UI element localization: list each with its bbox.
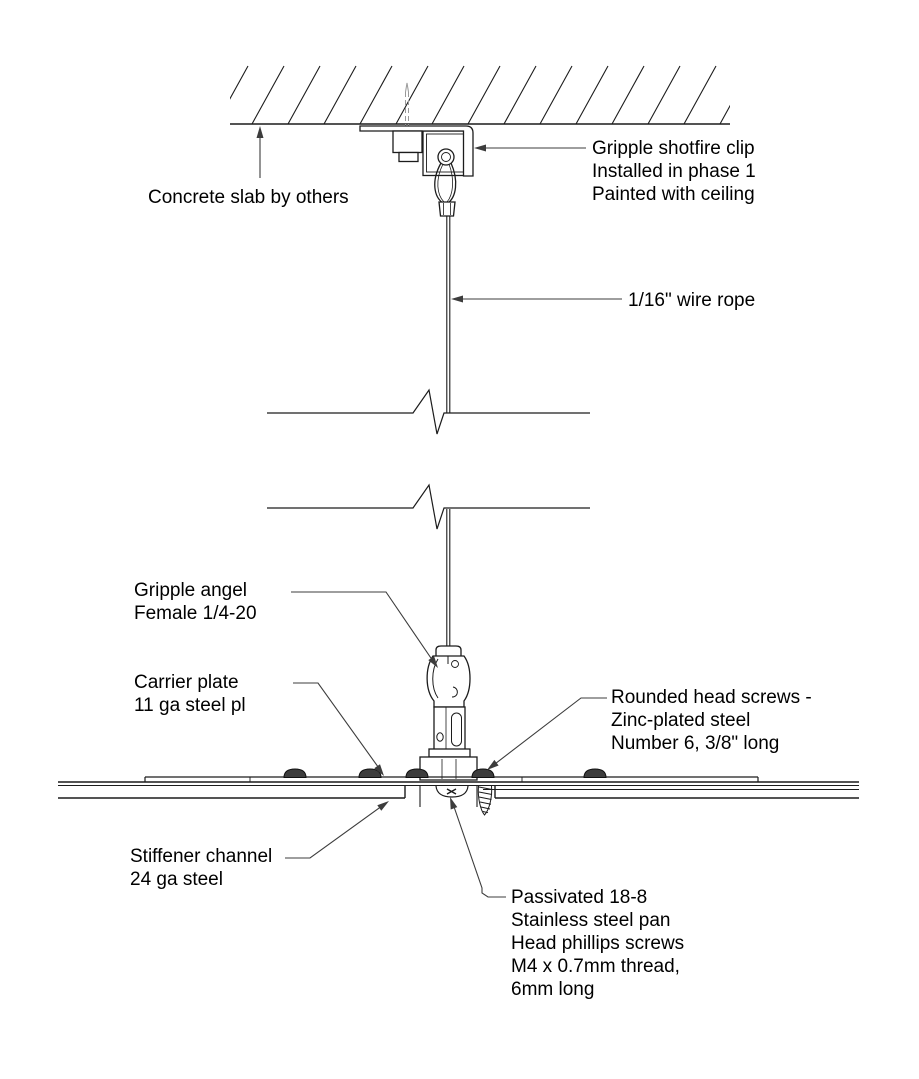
stiffener-channel-drawing	[58, 785, 859, 807]
break-line-upper	[267, 388, 590, 435]
wire-rope-line	[446, 216, 451, 651]
pan-head-screws-label: Passivated 18-8 Stainless steel pan Head…	[511, 887, 685, 1000]
gripple-angel-drawing	[419, 645, 478, 781]
stiffener-channel-label: Stiffener channel 24 ga steel	[130, 846, 273, 890]
rounded-head-screws-label: Rounded head screws - Zinc-plated steel …	[611, 687, 812, 754]
carrier-plate-drawing	[144, 776, 759, 782]
ceiling-panel-drawing	[58, 781, 859, 790]
threaded-screw-drawing	[477, 785, 493, 816]
shotfire-pin	[405, 82, 409, 126]
break-line-lower	[267, 483, 590, 530]
wire-rope-label: 1/16" wire rope	[628, 290, 756, 311]
gripple-angel-label: Gripple angel Female 1/4-20	[134, 580, 257, 624]
concrete-slab-label: Concrete slab by others	[148, 187, 349, 208]
shotfire-clip-drawing	[359, 125, 474, 217]
carrier-plate-label: Carrier plate 11 ga steel pl	[134, 672, 246, 716]
shotfire-clip-label: Gripple shotfire clip Installed in phase…	[592, 138, 756, 205]
pan-head-screw-drawing	[435, 785, 469, 798]
leader-arrowheads	[256, 126, 499, 811]
concrete-slab-hatching	[230, 65, 730, 124]
rounded-head-screws-drawing	[283, 768, 607, 778]
leader-lines	[259, 130, 622, 898]
